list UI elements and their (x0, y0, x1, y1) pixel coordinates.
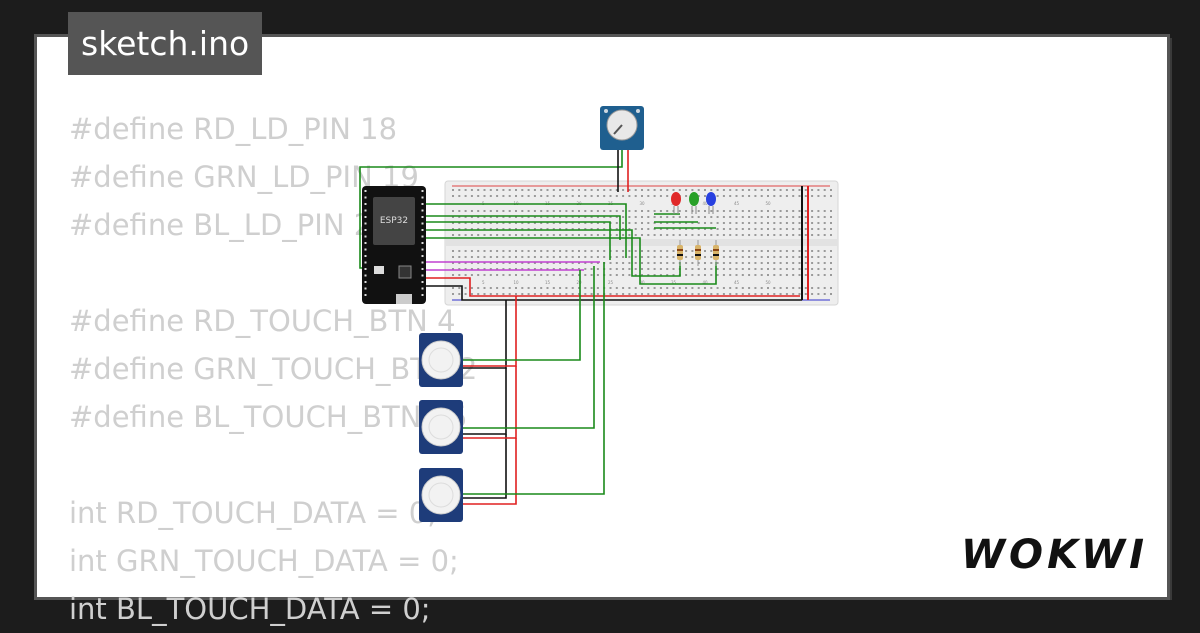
wire-green (424, 237, 717, 285)
breadboard-column-label: 5 (482, 280, 485, 285)
breadboard-holes (452, 189, 832, 295)
code-preview: #define RD_LD_PIN 18 #define GRN_LD_PIN … (69, 105, 477, 633)
led-blue[interactable] (706, 192, 716, 214)
breadboard-column-label: 30 (640, 280, 646, 285)
wire-green (424, 229, 681, 277)
breadboard-column-label: 35 (671, 280, 677, 285)
code-line: #define RD_LD_PIN 18 (69, 112, 398, 146)
touch-sensor-red[interactable] (419, 333, 463, 387)
potentiometer[interactable] (600, 106, 644, 150)
breadboard-column-label: 10 (514, 280, 520, 285)
touch-sensor-green[interactable] (419, 400, 463, 454)
breadboard-column-label: 40 (703, 280, 709, 285)
led-red[interactable] (671, 192, 681, 214)
wokwi-logo: WOKWI (960, 532, 1148, 578)
resistor[interactable] (677, 240, 683, 266)
wire-red (462, 296, 517, 367)
code-line: #define RD_TOUCH_BTN 4 (69, 304, 456, 338)
code-line: #define GRN_LD_PIN 19 (69, 160, 419, 194)
code-line: int BL_TOUCH_DATA = 0; (69, 592, 431, 626)
file-tab[interactable]: sketch.ino (68, 12, 263, 75)
breadboard-column-label: 40 (703, 201, 709, 206)
wire-black (462, 368, 507, 435)
led-green[interactable] (689, 192, 699, 214)
touch-sensor-blue[interactable] (419, 468, 463, 522)
wire-black (424, 285, 802, 301)
wire-black (462, 434, 507, 499)
wire-green (424, 203, 627, 258)
wire-black (462, 300, 507, 369)
breadboard[interactable]: 55101015152020252530303535404045455050 (444, 180, 839, 306)
code-line: int GRN_TOUCH_DATA = 0; (69, 544, 459, 578)
wires (359, 150, 802, 505)
code-line: #define GRN_TOUCH_BTN 2 (69, 352, 478, 386)
esp32-board[interactable]: ESP32 (362, 186, 426, 304)
wire-green (424, 221, 611, 260)
wire-green (462, 266, 595, 429)
esp32-label: ESP32 (380, 216, 408, 226)
breadboard-column-label: 50 (766, 280, 772, 285)
breadboard-column-label: 45 (734, 201, 740, 206)
breadboard-column-label: 25 (608, 280, 614, 285)
breadboard-column-label: 50 (766, 201, 772, 206)
wire-red (462, 438, 517, 505)
breadboard-column-label: 45 (734, 280, 740, 285)
resistor[interactable] (695, 240, 701, 266)
breadboard-column-label: 30 (640, 201, 646, 206)
wire-green (424, 215, 621, 240)
usb-port (396, 294, 412, 304)
wire-green (462, 262, 605, 495)
wire-red (424, 277, 800, 297)
wire-green (462, 270, 581, 361)
resistor[interactable] (713, 240, 719, 266)
breadboard-column-label: 15 (545, 280, 551, 285)
